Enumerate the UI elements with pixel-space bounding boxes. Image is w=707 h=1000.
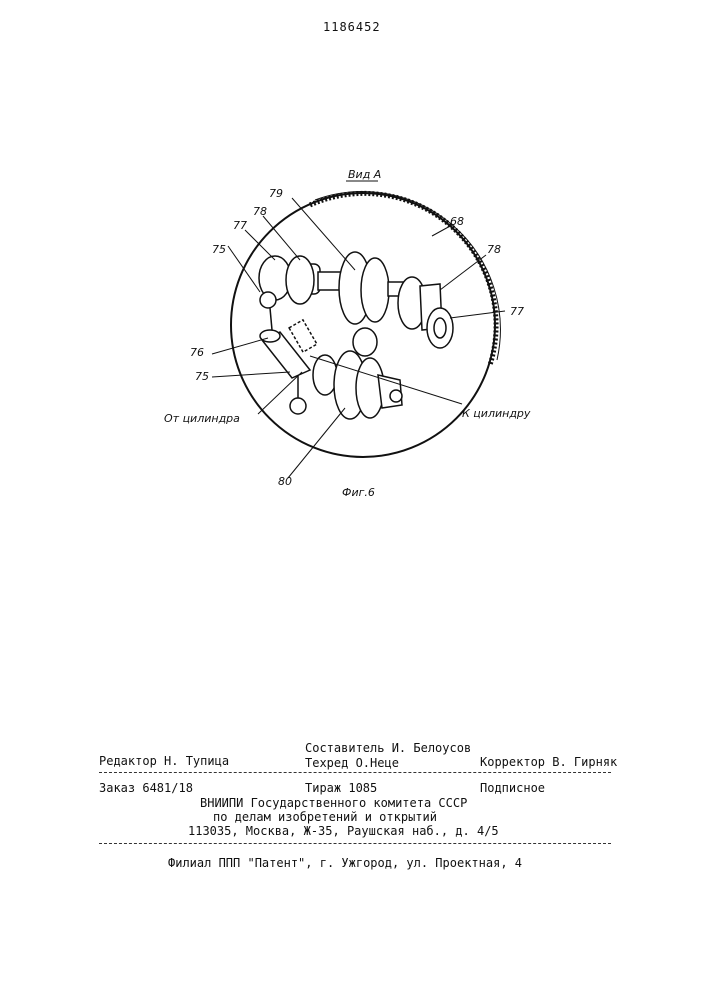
subscription: Подписное <box>480 781 545 795</box>
divider-1 <box>99 772 611 773</box>
hydraulic-cylinder <box>260 292 317 414</box>
editor: Редактор Н. Тупица <box>99 754 229 768</box>
label-75-bottom: 75 <box>195 370 209 383</box>
org-line-1: ВНИИПИ Государственного комитета СССР <box>200 796 467 810</box>
corrector: Корректор В. Гирняк <box>480 755 617 769</box>
org-address: 113035, Москва, Ж-35, Раушская наб., д. … <box>188 824 499 838</box>
label-76: 76 <box>190 346 204 359</box>
to-cylinder-label: К цилиндру <box>462 407 531 420</box>
label-78-top: 78 <box>253 205 267 218</box>
label-77-right: 77 <box>510 305 524 318</box>
techred: Техред О.Неце <box>305 756 399 770</box>
divider-2 <box>99 843 611 844</box>
label-68: 68 <box>450 215 464 228</box>
figure-6: Вид А <box>150 160 550 500</box>
org-line-2: по делам изобретений и открытий <box>213 810 437 824</box>
label-75-top: 75 <box>212 243 226 256</box>
figure-6-drawing: Вид А <box>150 160 550 500</box>
compiler: Составитель И. Белоусов <box>305 741 471 755</box>
patent-number: 1186452 <box>323 20 381 34</box>
label-80: 80 <box>278 475 292 488</box>
order: Заказ 6481/18 <box>99 781 193 795</box>
label-79: 79 <box>269 187 283 200</box>
branch-address: Филиал ППП "Патент", г. Ужгород, ул. Про… <box>168 856 522 870</box>
circulation: Тираж 1085 <box>305 781 377 795</box>
label-78-right: 78 <box>487 243 501 256</box>
housing-circle <box>231 193 495 457</box>
label-77-top: 77 <box>233 219 247 232</box>
figure-caption: Фиг.6 <box>342 486 375 499</box>
from-cylinder-label: От цилиндра <box>164 412 240 425</box>
lower-roller-assembly <box>313 328 402 419</box>
view-a-label: Вид А <box>348 168 381 181</box>
